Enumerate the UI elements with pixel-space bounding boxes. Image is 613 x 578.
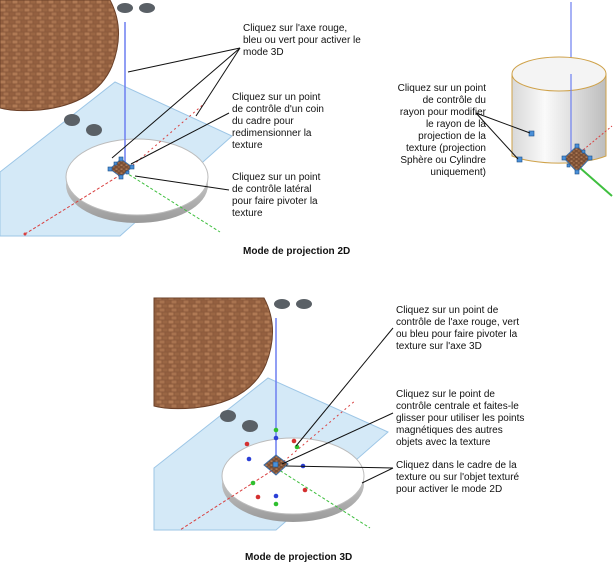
stone-left-1	[64, 114, 80, 126]
caption-3d-mode: Mode de projection 3D	[245, 552, 353, 563]
green-axis-handle[interactable]	[273, 501, 279, 507]
side-handle[interactable]	[125, 170, 130, 175]
radius-handle[interactable]	[528, 130, 535, 137]
blue-axis-handle[interactable]	[273, 493, 279, 499]
stone-top-1	[117, 3, 133, 13]
corner-handle[interactable]	[129, 164, 135, 170]
corner-handle[interactable]	[118, 174, 124, 180]
radius-handle[interactable]	[516, 156, 523, 163]
red-axis-3d[interactable]	[179, 467, 277, 531]
corner-handle[interactable]	[107, 166, 113, 172]
diagram-2d-scene	[0, 0, 241, 237]
stone-top-2	[139, 3, 155, 13]
leader-lines-cylinder	[475, 112, 531, 160]
annotation-activate-3d: Cliquez sur l'axe rouge, bleu ou vert po…	[243, 23, 361, 58]
side-handle[interactable]	[113, 161, 118, 166]
cylinder-top	[511, 56, 607, 92]
diagram-cylinder-scene	[475, 2, 613, 197]
red-axis-handle[interactable]	[255, 494, 261, 500]
annotation-radius-handle: Cliquez sur un point de contrôle du rayo…	[397, 83, 486, 178]
disk-3d-top	[221, 437, 365, 515]
textured-sphere	[0, 0, 120, 112]
annotation-rotate-texture: Cliquez sur un point de contrôle latéral…	[232, 172, 321, 219]
diagram-3d-scene	[153, 297, 394, 531]
cyl-frame-handle[interactable]	[587, 155, 593, 161]
stone-3d-left-1	[220, 410, 236, 422]
annotation-rotate-3d-axis: Cliquez sur un point de contrôle de l'ax…	[396, 305, 520, 352]
stone-3d-left-2	[242, 420, 258, 432]
leader-lines-3d	[281, 327, 394, 484]
disk-top	[65, 138, 209, 216]
cyl-frame-handle[interactable]	[574, 169, 580, 175]
corner-handle[interactable]	[118, 156, 124, 162]
leader-lines-2d	[111, 47, 241, 191]
stone-3d-top-1	[274, 299, 290, 309]
textured-sphere-3d	[153, 297, 274, 410]
red-axis-handle[interactable]	[244, 441, 250, 447]
red-axis-handle[interactable]	[302, 487, 308, 493]
red-axis-handle[interactable]	[291, 438, 297, 444]
red-axis-end-marker	[23, 232, 27, 236]
green-axis-handle[interactable]	[273, 427, 279, 433]
annotation-activate-2d: Cliquez dans le cadre de la texture ou s…	[396, 460, 520, 495]
cyl-frame-handle[interactable]	[581, 149, 586, 154]
caption-2d-mode: Mode de projection 2D	[243, 246, 351, 257]
cyl-frame-handle[interactable]	[574, 143, 580, 149]
annotation-center-handle: Cliquez sur le point de contrôle central…	[396, 389, 525, 448]
blue-axis-handle[interactable]	[273, 435, 279, 441]
cyl-frame-handle[interactable]	[561, 155, 567, 161]
blue-axis-handle[interactable]	[246, 456, 252, 462]
cyl-frame-handle[interactable]	[566, 163, 571, 168]
annotation-resize-texture: Cliquez sur un point de contrôle d'un co…	[232, 92, 324, 151]
stone-3d-top-2	[296, 299, 312, 309]
green-axis-handle[interactable]	[250, 480, 256, 486]
stone-left-2	[86, 124, 102, 136]
green-axis-3d[interactable]	[275, 467, 371, 529]
center-handle[interactable]	[272, 461, 279, 468]
green-axis[interactable]	[124, 171, 221, 233]
